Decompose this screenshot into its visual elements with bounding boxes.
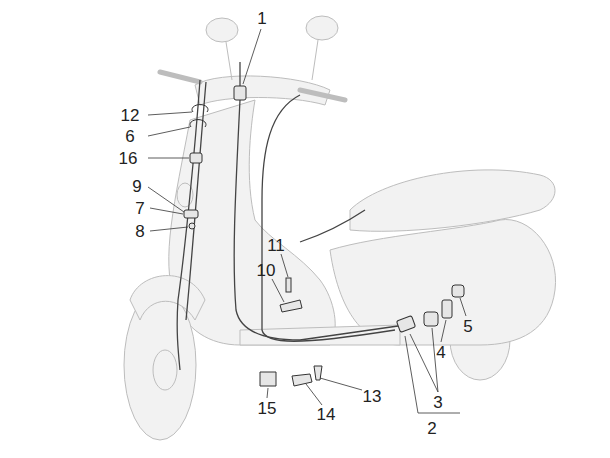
cables	[239, 62, 240, 88]
callout-number: 2	[427, 420, 436, 437]
leader-lines	[150, 208, 183, 214]
small-parts	[184, 86, 464, 386]
callout-number: 16	[119, 150, 138, 167]
scooter-outline	[306, 16, 338, 40]
small-parts	[234, 86, 246, 100]
leader-lines	[150, 227, 188, 231]
scooter-outline	[300, 90, 345, 100]
callout-number: 8	[135, 223, 144, 240]
callout-number: 5	[463, 318, 472, 335]
small-parts	[286, 278, 291, 292]
leader-lines	[441, 320, 446, 342]
leader-lines	[460, 298, 466, 316]
scooter-outline	[312, 40, 318, 80]
scooter-outline	[160, 72, 200, 82]
leader-lines	[148, 158, 189, 159]
callout-number: 11	[267, 237, 285, 254]
small-parts	[424, 312, 438, 326]
callout-number: 10	[257, 262, 276, 279]
cables	[262, 95, 395, 341]
scooter-outline	[124, 290, 196, 440]
leader-lines	[418, 413, 460, 414]
small-parts	[260, 372, 276, 386]
leader-lines	[148, 112, 192, 115]
small-parts	[192, 105, 208, 112]
callout-number: 3	[433, 394, 442, 411]
scooter-outline	[240, 325, 400, 345]
small-parts	[442, 300, 452, 318]
callout-number: 7	[135, 200, 144, 217]
small-parts	[190, 120, 206, 127]
scooter-outline	[226, 42, 232, 80]
leader-lines	[281, 254, 288, 277]
callout-number: 14	[317, 406, 336, 423]
leader-lines	[320, 378, 362, 390]
leader-lines	[306, 384, 322, 405]
callout-number: 1	[257, 10, 266, 27]
callout-number: 13	[363, 388, 382, 405]
leader-lines	[267, 388, 268, 398]
scooter-outline	[350, 170, 555, 231]
leader-lines	[272, 279, 284, 302]
small-parts	[396, 316, 415, 333]
leader-lines	[148, 127, 190, 136]
scooter-outline	[124, 16, 556, 440]
small-parts	[280, 300, 302, 312]
small-parts	[292, 374, 312, 386]
small-parts	[189, 223, 195, 229]
scooter-outline	[206, 18, 238, 42]
small-parts	[190, 153, 202, 163]
small-parts	[452, 285, 464, 297]
cables	[234, 100, 398, 340]
cables	[177, 80, 200, 370]
cables	[177, 62, 398, 370]
small-parts	[184, 210, 198, 218]
callout-number: 6	[125, 128, 134, 145]
scooter-outline	[153, 350, 177, 390]
cables	[186, 82, 206, 320]
leader-lines	[148, 29, 466, 413]
callout-number: 4	[436, 344, 445, 361]
leader-lines	[405, 336, 418, 413]
scooter-outline	[130, 276, 205, 320]
callout-number: 15	[258, 400, 277, 417]
leader-lines	[243, 29, 261, 84]
callout-number: 12	[121, 107, 140, 124]
callout-number: 9	[132, 178, 141, 195]
leader-lines	[410, 334, 438, 392]
cables	[300, 210, 365, 242]
